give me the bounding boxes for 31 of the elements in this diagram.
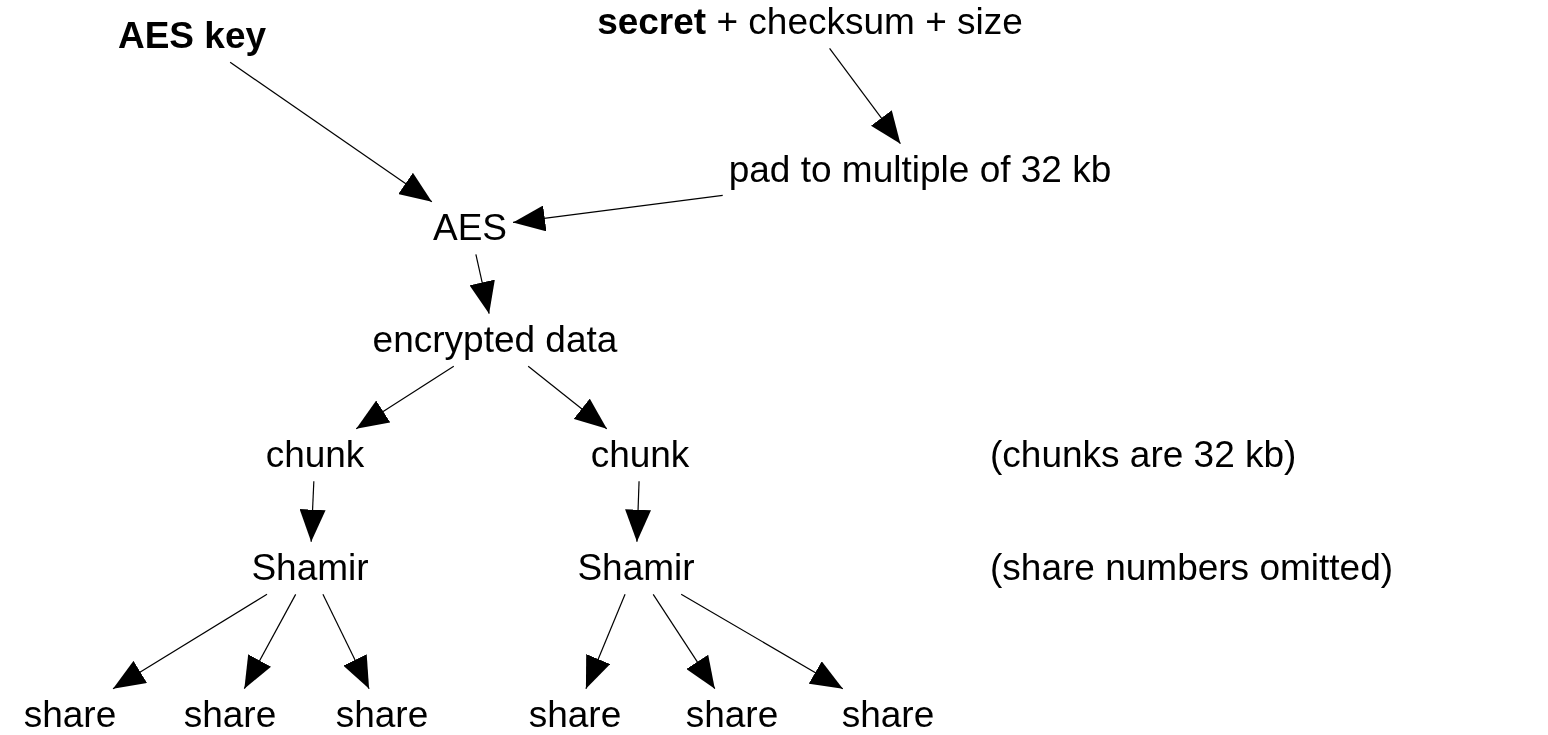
note-text: (chunks are 32 kb) — [990, 434, 1297, 476]
node-label: share — [23, 694, 117, 735]
node-label: AES — [433, 207, 507, 249]
node-label: pad to multiple of 32 kb — [728, 149, 1112, 191]
node-label: Shamir — [577, 547, 695, 589]
note-text: (share numbers omitted) — [990, 547, 1394, 589]
node-label: AES key — [117, 15, 267, 57]
node-label: share — [841, 694, 935, 735]
arrow — [229, 61, 433, 203]
arrow — [355, 365, 455, 430]
node-label: encrypted data — [372, 319, 618, 361]
arrow — [585, 593, 626, 690]
arrow — [512, 194, 724, 232]
arrow — [527, 365, 608, 430]
arrow — [625, 480, 652, 543]
node-label: share — [335, 694, 429, 735]
node-label: share — [685, 694, 779, 735]
arrow — [112, 593, 268, 690]
node-label: share — [528, 694, 622, 735]
node-label: chunk — [265, 434, 365, 476]
arrow — [680, 593, 844, 690]
node-label: share — [183, 694, 277, 735]
node-label: chunk — [590, 434, 690, 476]
arrow — [469, 253, 495, 315]
arrow — [652, 593, 716, 690]
arrow — [829, 47, 901, 145]
node-label: secret + checksum + size — [597, 1, 1023, 43]
arrow — [322, 593, 370, 690]
arrow — [299, 480, 326, 543]
node-label: Shamir — [251, 547, 369, 589]
arrow — [243, 593, 297, 690]
